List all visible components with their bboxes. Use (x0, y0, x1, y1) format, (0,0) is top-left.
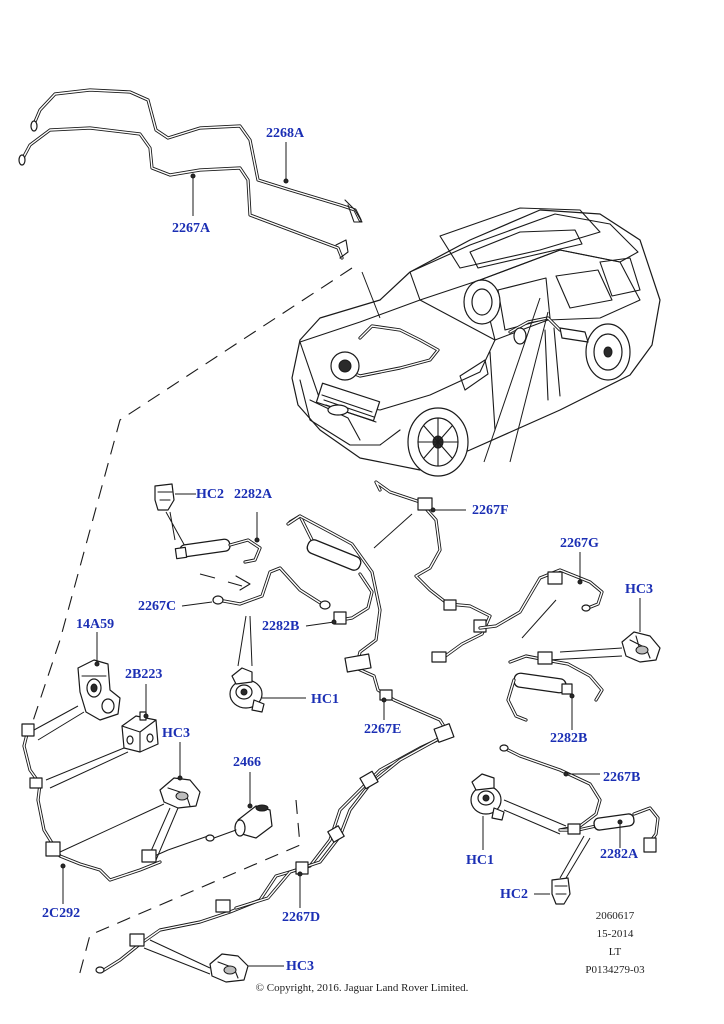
label-hc2-bottom: HC2 (500, 887, 528, 902)
marker-2267D (297, 871, 303, 877)
leader-14A59-b (33, 705, 85, 741)
label-hc1-left: HC1 (311, 692, 339, 707)
component-2466[interactable] (234, 804, 273, 839)
hc3-clip-bottom[interactable] (209, 953, 249, 983)
label-2267A: 2267A (172, 221, 211, 236)
marker-2C292 (60, 863, 66, 869)
pipe-2267E[interactable] (286, 514, 452, 738)
leader-2B223-b (45, 747, 129, 789)
leader-hc1-right-b (503, 799, 567, 835)
dashed-guide-left (29, 267, 353, 731)
marker-14A59 (94, 661, 100, 667)
dash-2267C (199, 573, 243, 587)
marker-2B223 (143, 713, 149, 719)
label-2282B-right: 2282B (550, 731, 588, 746)
marker-2282A-right (617, 819, 623, 825)
marker-hc3-mid (177, 775, 183, 781)
label-2267B: 2267B (603, 770, 641, 785)
hc2-clip-bottom[interactable] (551, 877, 571, 905)
pipe-2267D[interactable] (95, 723, 455, 974)
leader-hc2-top-b (165, 511, 187, 549)
pipe-2268A[interactable] (30, 88, 363, 223)
leader-hc1-left-b (237, 615, 253, 667)
label-2267D: 2267D (282, 910, 321, 925)
label-hc3-bottom: HC3 (286, 959, 314, 974)
hc2-clip-top[interactable] (154, 483, 175, 511)
marker-2466 (247, 803, 253, 809)
label-2B223: 2B223 (125, 667, 163, 682)
pipe-2267C[interactable] (212, 566, 331, 610)
car-pointer-2 (483, 297, 541, 463)
marker-2268A (283, 178, 289, 184)
marker-2267E (381, 697, 387, 703)
pipe-2267A[interactable] (18, 126, 349, 260)
label-2466: 2466 (233, 755, 261, 770)
label-2268A: 2268A (266, 126, 305, 141)
leader-2267C (181, 601, 213, 607)
ref-date: 15-2014 (596, 928, 634, 940)
leader-hc3-right-b (547, 647, 623, 661)
pipe-2267G[interactable] (478, 568, 604, 630)
marker-2267A (190, 173, 196, 179)
ref-part-id: P0134279-03 (585, 964, 645, 976)
hc3-clip-mid[interactable] (159, 777, 201, 809)
marker-2282A-top (254, 537, 260, 543)
leader-2282B-left (305, 621, 335, 627)
ref-code: LT (608, 946, 622, 958)
hc1-valve-right[interactable] (470, 773, 505, 821)
label-hc3-mid: HC3 (162, 726, 190, 741)
car-pointer-1 (361, 271, 381, 319)
leader-2267G-b (521, 599, 557, 639)
label-2267C: 2267C (138, 599, 177, 614)
copyright-notice: © Copyright, 2016. Jaguar Land Rover Lim… (255, 982, 469, 994)
label-hc1-right: HC1 (466, 853, 494, 868)
label-hc3-right: HC3 (625, 582, 653, 597)
label-2282A-top: 2282A (234, 487, 273, 502)
label-2282B-left: 2282B (262, 619, 300, 634)
component-2B223[interactable] (121, 711, 159, 753)
hose-2282B-right[interactable] (506, 651, 604, 722)
label-hc2-top: HC2 (196, 487, 224, 502)
label-2267E: 2267E (364, 722, 402, 737)
leader-hc3-bottom-b (143, 939, 211, 975)
label-14A59: 14A59 (76, 617, 115, 632)
leader-2267F-b (373, 513, 413, 549)
label-2C292: 2C292 (42, 906, 81, 921)
leader-hc2-bottom-b (559, 835, 591, 879)
marker-2267G (577, 579, 583, 585)
label-2282A-right: 2282A (600, 847, 639, 862)
label-2267F: 2267F (472, 503, 509, 518)
hc1-valve-left[interactable] (229, 667, 265, 713)
pipe-2267B[interactable] (499, 744, 602, 832)
marker-2267F (430, 507, 436, 513)
leader-hc3-mid-b (59, 803, 179, 861)
pipe-2C292[interactable] (21, 723, 162, 882)
vehicle-illustration (291, 207, 661, 477)
marker-2282B-right (569, 693, 575, 699)
label-2267G: 2267G (560, 536, 599, 551)
marker-2282B-left (331, 619, 337, 625)
ref-number: 2060617 (595, 910, 635, 922)
car-pointer-3 (509, 311, 549, 463)
hose-2282A-right[interactable] (558, 806, 660, 853)
marker-2267B (563, 771, 569, 777)
component-14A59[interactable] (77, 659, 121, 721)
hose-2282A-top[interactable] (174, 538, 262, 564)
hc3-clip-right[interactable] (621, 631, 661, 663)
